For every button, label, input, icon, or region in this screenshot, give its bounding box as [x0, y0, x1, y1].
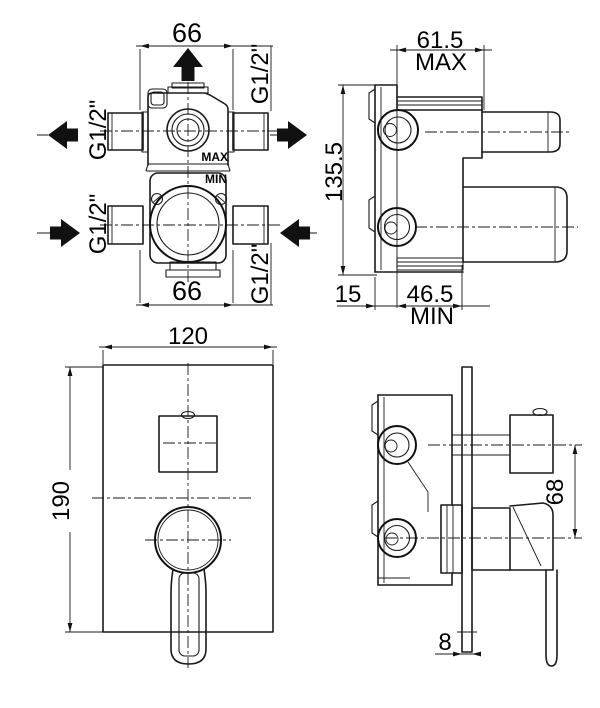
dim-depth-max-label: MAX — [415, 49, 467, 76]
valve-front-pipes — [107, 112, 269, 245]
plate-side-view: 68 8 — [371, 366, 582, 667]
thread-label-left-bottom: G1/2" — [85, 194, 112, 255]
plate-side-dimensions: 68 8 — [435, 445, 578, 657]
valve-max-mark: MAX — [201, 150, 228, 164]
plate-side-body — [371, 366, 558, 667]
mounting-screw-left — [150, 192, 164, 206]
dim-plate-thickness: 8 — [438, 629, 451, 656]
valve-side-view: 61.5 MAX 135.5 15 46.5 MIN — [321, 27, 578, 330]
wall-plate-side — [461, 366, 473, 653]
valve-min-mark: MIN — [205, 172, 227, 186]
handle-hub-side — [471, 507, 511, 571]
dim-bracket-depth: 15 — [335, 281, 362, 308]
inlet-left-arrow-icon — [50, 219, 80, 247]
dim-depth-min-label: MIN — [410, 303, 454, 330]
valve-side-dimensions: 61.5 MAX 135.5 15 46.5 MIN — [321, 27, 492, 330]
dim-width-bottom: 66 — [172, 276, 202, 306]
diverter-button-front — [158, 415, 218, 473]
handle-lever-side — [509, 502, 554, 571]
dim-handle-offset: 68 — [542, 479, 569, 506]
mounting-screw-right — [214, 192, 228, 206]
plate-front-dimensions: 120 190 — [48, 323, 277, 633]
dim-body-height: 135.5 — [321, 142, 348, 202]
outlet-up-arrow-icon — [173, 48, 203, 81]
valve-side-body — [368, 84, 568, 273]
valve-front-dimensions: 66 66 G1/2" G1/2" G1/2" G1/2" — [85, 18, 274, 308]
handle-lever-front — [170, 568, 207, 665]
plate-front-view: 120 190 — [48, 323, 277, 668]
outlet-right-arrow-icon — [277, 121, 307, 149]
dim-width-top: 66 — [172, 18, 202, 48]
thread-label-right-top: G1/2" — [247, 44, 274, 105]
valve-front-centerlines — [100, 82, 283, 282]
outlet-left-arrow-icon — [48, 121, 78, 149]
valve-front-body: MAX MIN — [141, 82, 235, 278]
flow-arrows — [37, 48, 317, 247]
valve-side-centerlines — [415, 131, 578, 228]
dim-depth-max: 61.5 — [417, 27, 464, 54]
dim-plate-height: 190 — [48, 481, 75, 521]
plate-side-centerlines — [385, 444, 582, 539]
thread-label-right-bottom: G1/2" — [247, 244, 274, 305]
plate-front-body — [102, 364, 274, 665]
dim-plate-width: 120 — [168, 323, 208, 350]
dim-depth-min: 46.5 — [407, 281, 454, 308]
valve-front-view: MAX MIN 66 — [37, 18, 317, 308]
plate-front-centerlines — [92, 363, 252, 668]
diverter-knob-side — [509, 414, 554, 474]
thread-label-left-top: G1/2" — [85, 100, 112, 161]
inlet-right-arrow-icon — [280, 219, 310, 247]
